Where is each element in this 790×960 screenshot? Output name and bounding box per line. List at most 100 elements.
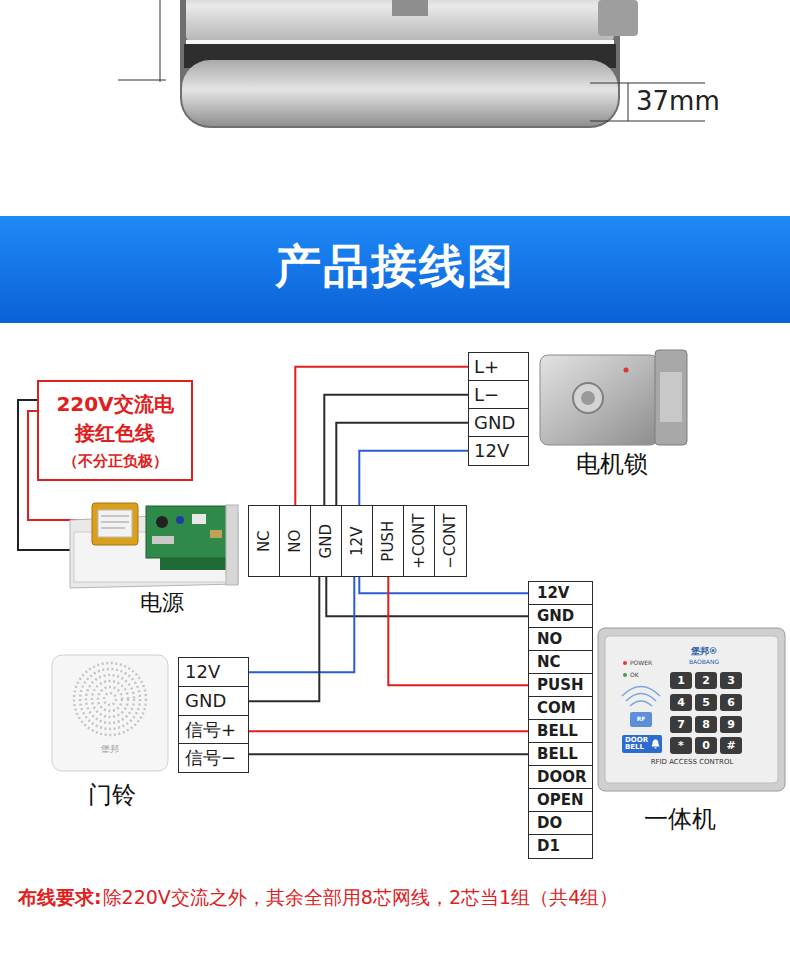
keypad-key-text: 3	[727, 675, 735, 686]
wire	[336, 423, 468, 505]
keypad-key: #	[720, 737, 742, 754]
keypad-terminal-text: COM	[537, 700, 576, 717]
wire	[295, 367, 468, 505]
supply-terminal: +CONT	[403, 505, 436, 577]
supply-terminal: NC	[248, 505, 281, 577]
keypad-terminal: D1	[528, 834, 593, 859]
keypad-key-text: *	[678, 740, 684, 751]
supply-terminal: 12V	[341, 505, 374, 577]
wire	[326, 577, 528, 616]
led-label: OK	[630, 671, 639, 678]
lock-terminal-text: L−	[474, 385, 499, 405]
supply-terminal: NO	[279, 505, 312, 577]
power-note-box-text: 220V交流电 接红色线	[43, 390, 187, 448]
lock-terminal: L−	[468, 380, 529, 410]
keypad-key-text: #	[726, 740, 735, 751]
door-bell-button-text: DOOR BELL	[625, 737, 650, 752]
supply-terminal-text: −CONT	[442, 513, 459, 568]
doorbell	[52, 655, 168, 771]
keypad-key: 6	[720, 694, 742, 711]
wire	[324, 395, 468, 505]
wire	[359, 451, 468, 505]
part-name: 电源	[140, 590, 184, 616]
keypad-key-text: 2	[702, 675, 710, 686]
keypad-key-text: 6	[727, 697, 735, 708]
wire	[249, 577, 354, 672]
keypad-key: *	[670, 737, 692, 754]
keypad-terminal: OPEN	[528, 788, 593, 813]
panel-label: RFID ACCESS CONTROL	[651, 758, 734, 766]
keypad-key: 8	[695, 716, 717, 733]
bell-shape	[652, 740, 660, 749]
keypad-terminal: PUSH	[528, 673, 593, 698]
keypad-terminal-text: 12V	[537, 585, 569, 602]
supply-terminal: PUSH	[372, 505, 405, 577]
keypad-terminal: BELL	[528, 719, 593, 744]
lock-terminal: L+	[468, 352, 529, 382]
keypad-key-text: 4	[677, 697, 685, 708]
banner	[0, 216, 790, 323]
led-label: POWER	[630, 659, 652, 666]
keypad-key-text: 8	[702, 719, 710, 730]
bell-icon	[651, 739, 660, 749]
lock-terminal-text: GND	[474, 413, 515, 433]
keypad-terminal: NC	[528, 650, 593, 675]
power-supply	[70, 503, 238, 588]
keypad-terminal-text: DO	[537, 815, 562, 832]
note-text: 除220V交流之外，其余全部用8芯网线，2芯当1组（共4组）	[103, 886, 619, 909]
keypad-key-text: 5	[702, 697, 710, 708]
keypad	[598, 628, 785, 791]
keypad-terminal: DO	[528, 811, 593, 836]
brand-label: 堡邦®	[691, 646, 718, 657]
keypad-key: 4	[670, 694, 692, 711]
keypad-key: 9	[720, 716, 742, 733]
bell-terminal-text: 12V	[185, 662, 220, 682]
keypad-terminal-text: NC	[537, 654, 561, 671]
supply-terminal: −CONT	[434, 505, 467, 577]
part-name: 一体机	[644, 805, 716, 834]
keypad-terminal-text: GND	[537, 608, 574, 625]
keypad-key: 2	[695, 672, 717, 689]
keypad-key: 7	[670, 716, 692, 733]
bell-terminal-text: 信号−	[185, 748, 236, 768]
lock-terminal-text: L+	[474, 357, 499, 377]
rfid-icon-label: RF	[637, 715, 646, 722]
supply-terminal-text: PUSH	[380, 521, 397, 562]
lock-terminal-text: 12V	[474, 441, 509, 461]
keypad-terminal-text: D1	[537, 838, 560, 855]
bell-terminal: GND	[178, 686, 249, 717]
lock-terminal: 12V	[468, 436, 529, 466]
part-name: 电机锁	[576, 450, 648, 479]
keypad-terminal: DOOR	[528, 765, 593, 790]
keypad-key: 3	[720, 672, 742, 689]
keypad-key: 0	[695, 737, 717, 754]
keypad-terminal: GND	[528, 604, 593, 629]
keypad-terminal: 12V	[528, 581, 593, 606]
keypad-key-text: 1	[677, 675, 685, 686]
keypad-terminal-text: OPEN	[537, 792, 584, 809]
wire	[249, 577, 319, 701]
bell-terminal: 信号−	[178, 743, 249, 773]
wire	[249, 730, 528, 732]
supply-terminal-text: GND	[318, 524, 335, 558]
keypad-key-text: 9	[727, 719, 735, 730]
wire	[388, 577, 528, 685]
keypad-terminal-text: BELL	[537, 723, 578, 740]
lock-photo	[180, 0, 638, 128]
power-note-box-text: （不分正负极）	[43, 452, 187, 472]
keypad-terminal-text: DOOR	[537, 769, 587, 786]
bell-terminal-text: 信号+	[185, 720, 236, 740]
dimension-label: 37mm	[636, 86, 720, 117]
keypad-terminal: COM	[528, 696, 593, 721]
bell-terminal: 信号+	[178, 715, 249, 745]
banner-title: 产品接线图	[0, 236, 790, 296]
keypad-terminal: BELL	[528, 742, 593, 767]
keypad-key: 1	[670, 672, 692, 689]
bell-terminal-text: GND	[185, 691, 226, 711]
motor-lock	[540, 350, 687, 445]
brand-label: BAOBANG	[689, 658, 719, 665]
wire	[359, 577, 528, 593]
brand-label: 堡邦	[101, 744, 119, 755]
supply-terminal-text: 12V	[349, 526, 366, 555]
